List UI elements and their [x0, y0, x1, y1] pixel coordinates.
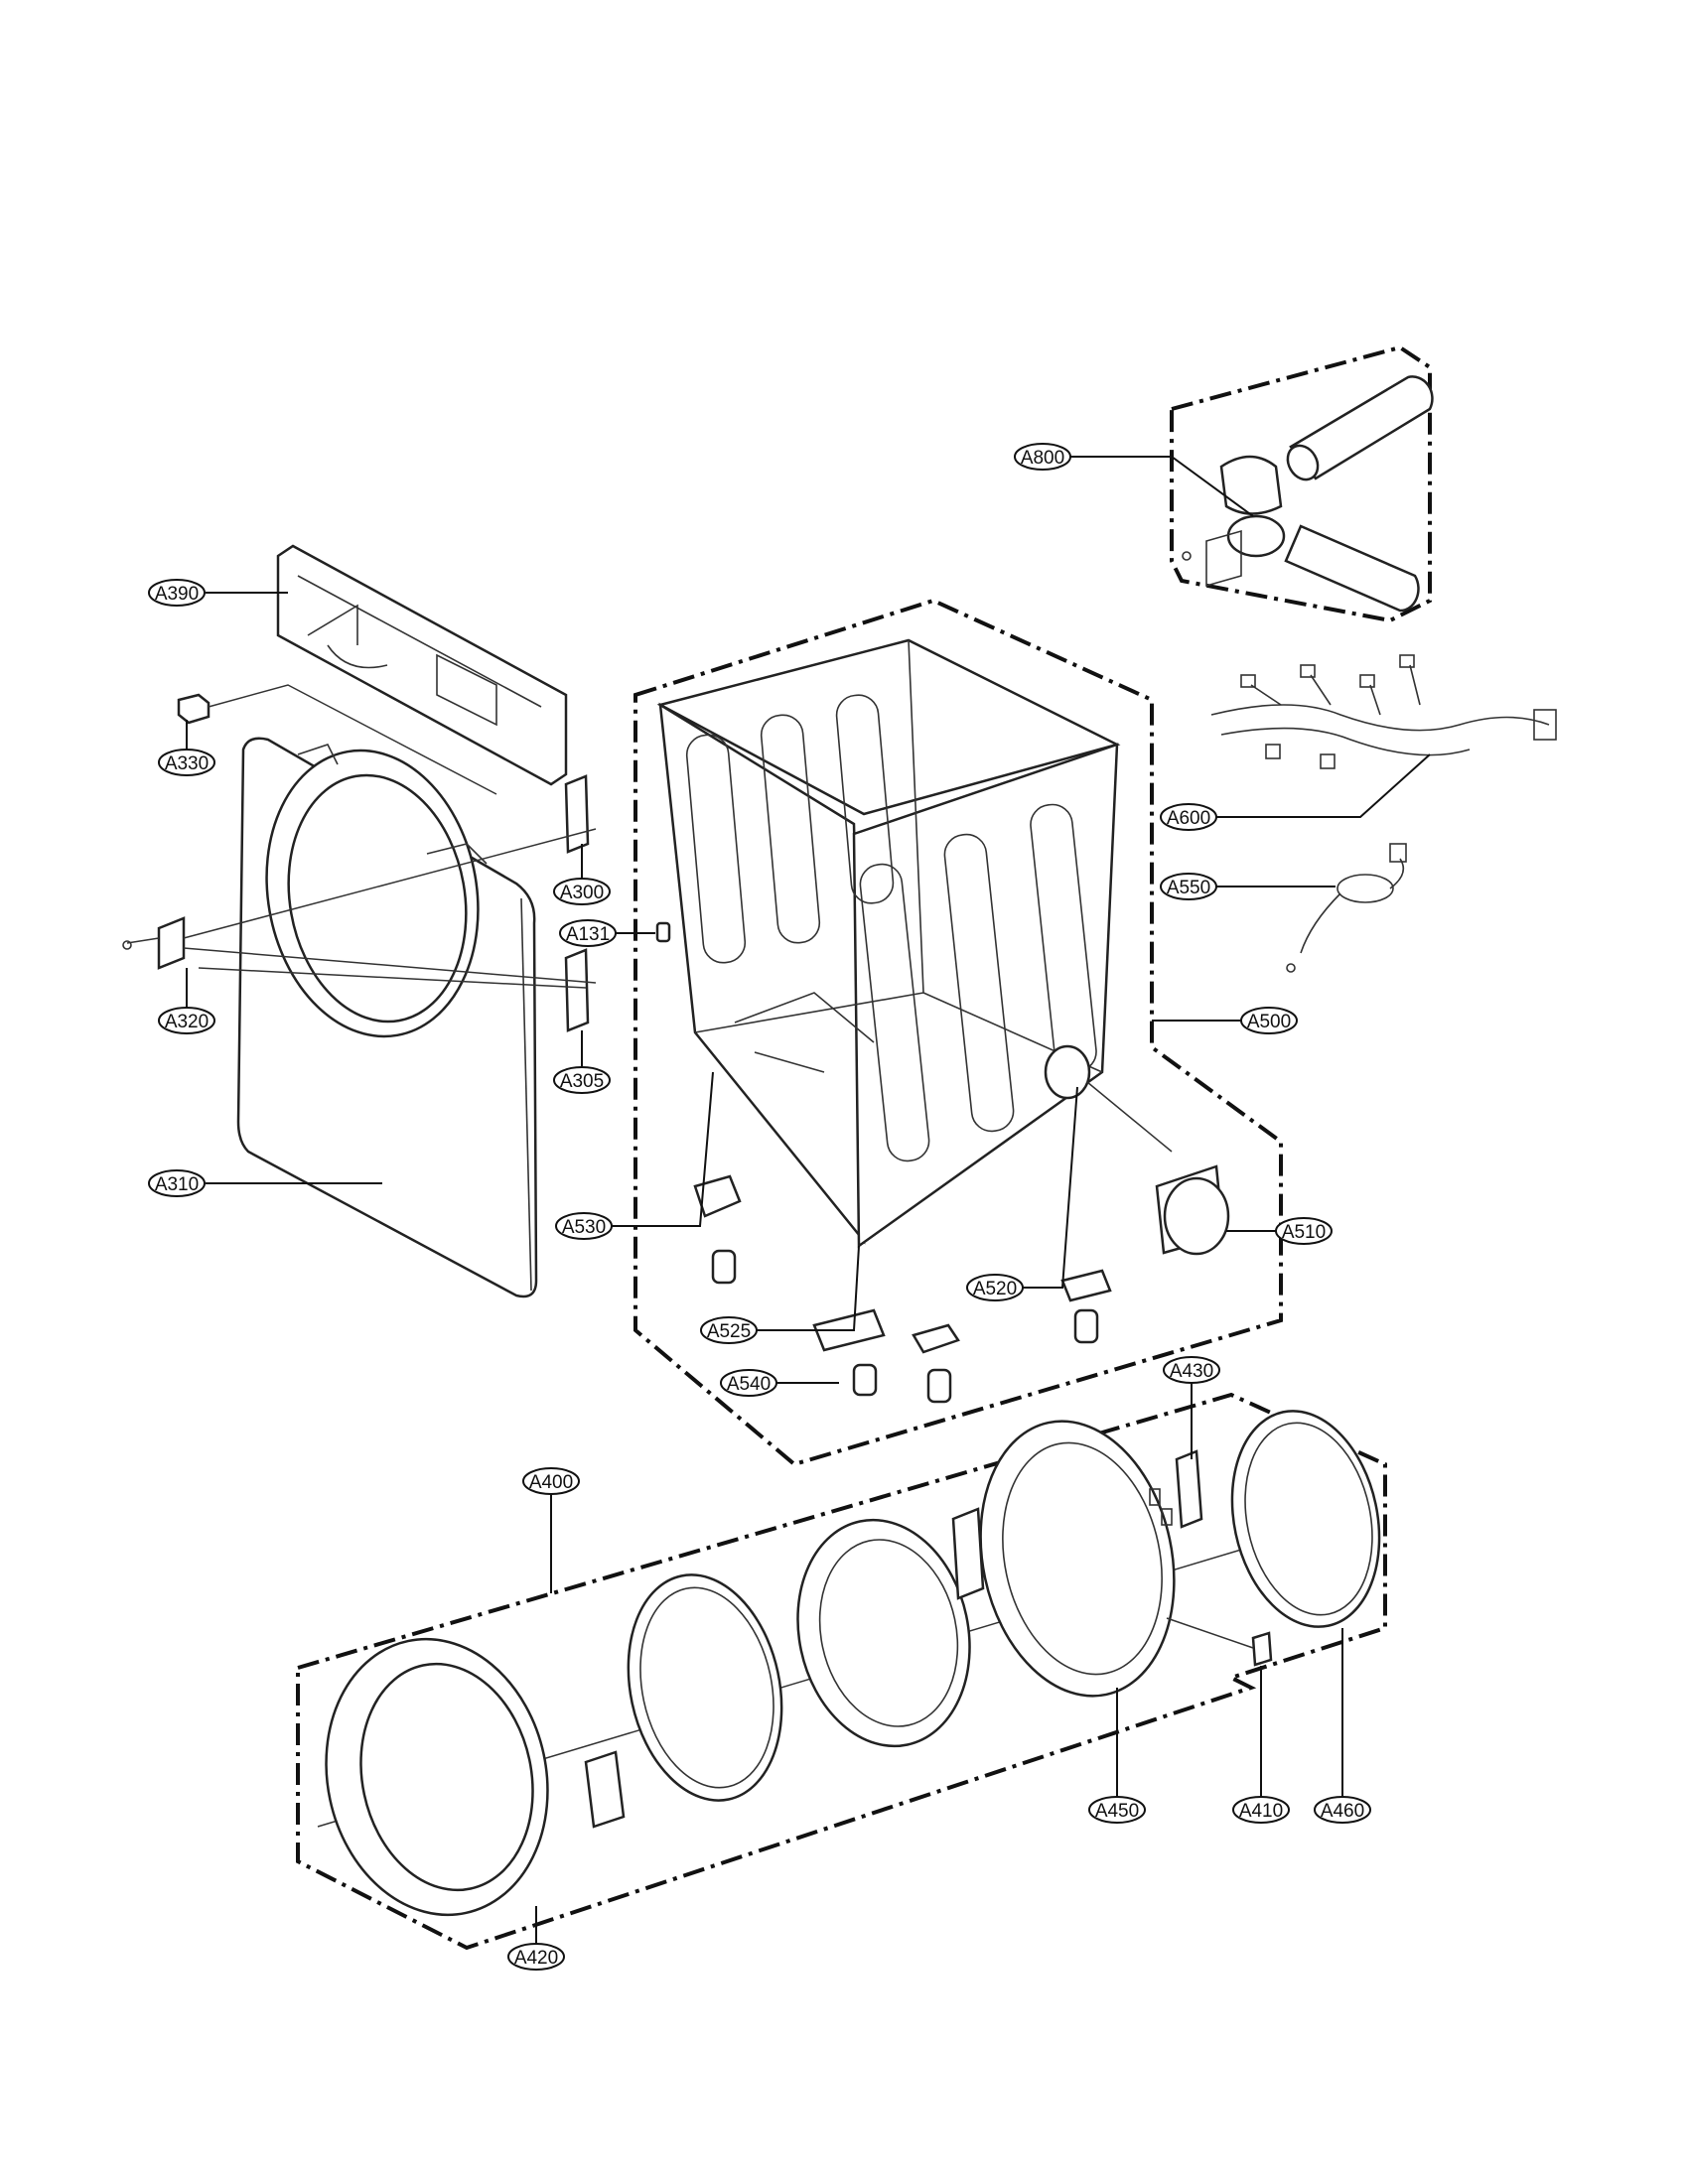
leader-lines: [186, 456, 1431, 1944]
callout-a400[interactable]: A400: [522, 1467, 580, 1495]
front-panel: [236, 737, 538, 1298]
callout-a131[interactable]: A131: [559, 919, 617, 947]
callout-a390[interactable]: A390: [148, 579, 206, 607]
svg-text:A530: A530: [562, 1217, 606, 1238]
wire-harness: [1210, 654, 1557, 769]
svg-text:A420: A420: [514, 1948, 558, 1969]
svg-text:A131: A131: [566, 924, 610, 945]
exhaust-duct-kit: [1182, 375, 1434, 613]
callout-a510[interactable]: A510: [1275, 1217, 1333, 1245]
small-clip: [177, 684, 497, 795]
callout-a410[interactable]: A410: [1232, 1796, 1290, 1824]
callout-a305[interactable]: A305: [553, 1066, 611, 1094]
svg-text:A400: A400: [529, 1472, 573, 1493]
svg-text:A330: A330: [165, 753, 209, 774]
hose-kit-group-boundary: [1170, 344, 1432, 623]
svg-text:A410: A410: [1239, 1801, 1283, 1822]
callout-a310[interactable]: A310: [148, 1169, 206, 1197]
callout-a600[interactable]: A600: [1160, 803, 1217, 831]
callout-a550[interactable]: A550: [1160, 873, 1217, 900]
svg-text:A300: A300: [560, 883, 604, 903]
callout-a450[interactable]: A450: [1088, 1796, 1146, 1824]
svg-text:A510: A510: [1282, 1222, 1326, 1243]
callout-a530[interactable]: A530: [555, 1212, 613, 1240]
svg-text:A310: A310: [155, 1174, 199, 1195]
callout-a420[interactable]: A420: [507, 1943, 565, 1971]
side-brackets: [122, 774, 671, 1032]
power-cord: [1286, 843, 1407, 973]
dryer-cabinet: [656, 638, 1121, 1249]
callout-a525[interactable]: A525: [700, 1316, 758, 1344]
cabinet-group-boundary: [633, 598, 1283, 1467]
callout-a540[interactable]: A540: [720, 1369, 777, 1397]
exhaust-duct: [1086, 1081, 1230, 1256]
callout-a500[interactable]: A500: [1240, 1007, 1298, 1034]
door-group-boundary: [296, 1392, 1387, 1951]
top-control-bracket: [276, 544, 568, 786]
svg-text:A540: A540: [727, 1374, 771, 1395]
svg-text:A600: A600: [1167, 808, 1210, 829]
svg-text:A525: A525: [707, 1321, 751, 1342]
callout-a300[interactable]: A300: [553, 878, 611, 905]
callout-a330[interactable]: A330: [158, 749, 215, 776]
callout-a430[interactable]: A430: [1163, 1356, 1220, 1384]
callout-a320[interactable]: A320: [158, 1007, 215, 1034]
callout-a520[interactable]: A520: [966, 1274, 1024, 1301]
door-assembly: [317, 1410, 1381, 1917]
svg-text:A460: A460: [1321, 1801, 1364, 1822]
svg-text:A500: A500: [1247, 1012, 1291, 1032]
callout-labels: A800 A390 A330 A300 A131 A320 A305 A310: [148, 443, 1371, 1971]
svg-text:A800: A800: [1021, 448, 1064, 469]
callout-a800[interactable]: A800: [1014, 443, 1071, 471]
callout-a460[interactable]: A460: [1314, 1796, 1371, 1824]
svg-text:A520: A520: [973, 1279, 1017, 1299]
svg-text:A390: A390: [155, 584, 199, 605]
svg-text:A320: A320: [165, 1012, 209, 1032]
svg-text:A550: A550: [1167, 878, 1210, 898]
svg-text:A305: A305: [560, 1071, 604, 1092]
svg-text:A450: A450: [1095, 1801, 1139, 1822]
svg-text:A430: A430: [1170, 1361, 1213, 1382]
